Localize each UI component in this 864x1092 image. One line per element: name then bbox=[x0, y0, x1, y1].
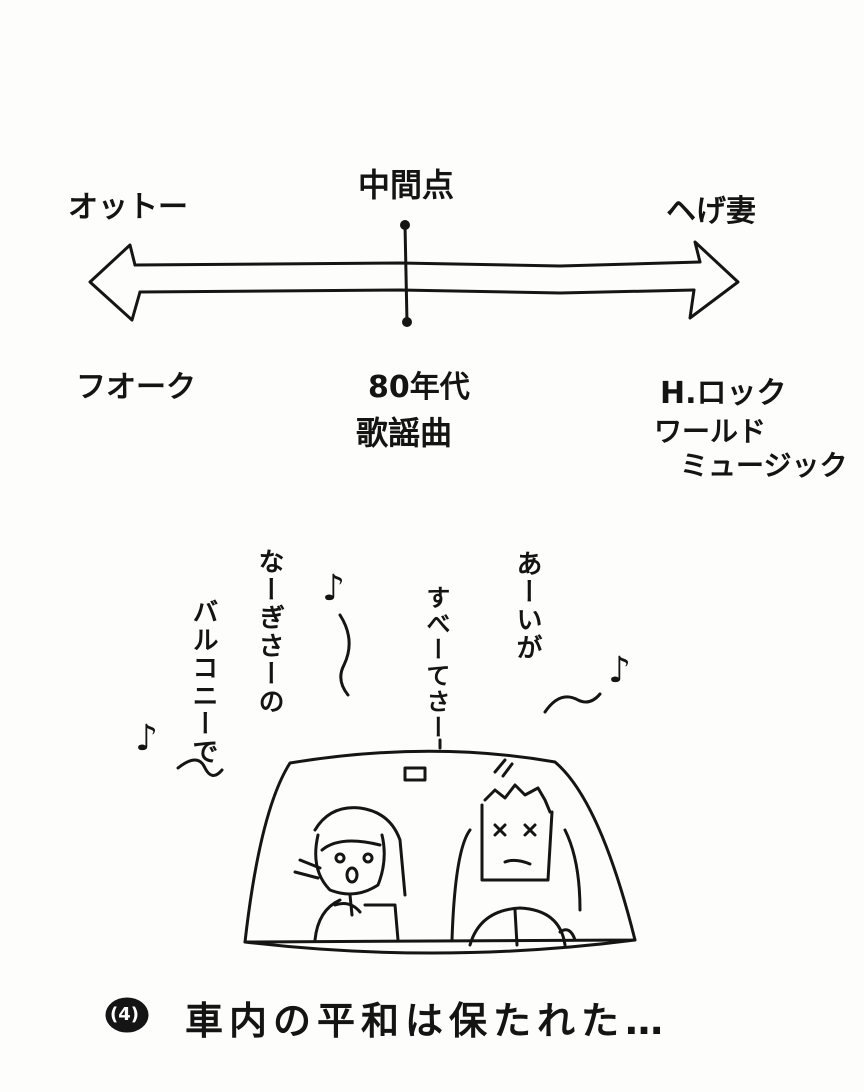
genre-folk-label: フオーク bbox=[76, 370, 196, 405]
lyrics-nagisa: なーぎさーの bbox=[254, 548, 284, 716]
lyrics-subete: すべーてさー bbox=[422, 585, 450, 741]
midpoint-marker bbox=[403, 223, 409, 324]
music-note-right: ♪ bbox=[608, 650, 631, 691]
genre-world-label: ワールド bbox=[654, 415, 767, 448]
music-note-mid: ♪ bbox=[322, 568, 345, 609]
music-note-left: ♪ bbox=[135, 718, 158, 759]
lyrics-ai-ga: あーいが bbox=[512, 550, 542, 662]
genre-hard-rock-label: H.ロック bbox=[660, 376, 787, 411]
lyrics-balcony: バルコニーで bbox=[188, 598, 218, 766]
axis-center-label: 中間点 bbox=[358, 166, 455, 204]
genre-music-label: ミュージック bbox=[680, 449, 848, 482]
passenger-figure bbox=[293, 806, 407, 942]
squiggle-right bbox=[543, 692, 602, 714]
caption-text: 車内の平和は保たれた… bbox=[185, 999, 670, 1043]
squiggle-left bbox=[176, 758, 224, 777]
caption-number: (4) bbox=[110, 1004, 139, 1025]
axis-right-label: ヘげ妻 bbox=[666, 194, 756, 229]
double-arrow-axis bbox=[88, 240, 740, 322]
car-windshield bbox=[243, 738, 637, 955]
axis-left-label: オットー bbox=[68, 190, 188, 225]
driver-figure bbox=[450, 783, 582, 947]
caption-number-bullet bbox=[105, 997, 149, 1033]
squiggle-mid bbox=[338, 613, 351, 697]
genre-80s-label: 80年代 bbox=[368, 370, 470, 405]
genre-kayokyoku-label: 歌謡曲 bbox=[356, 414, 453, 452]
